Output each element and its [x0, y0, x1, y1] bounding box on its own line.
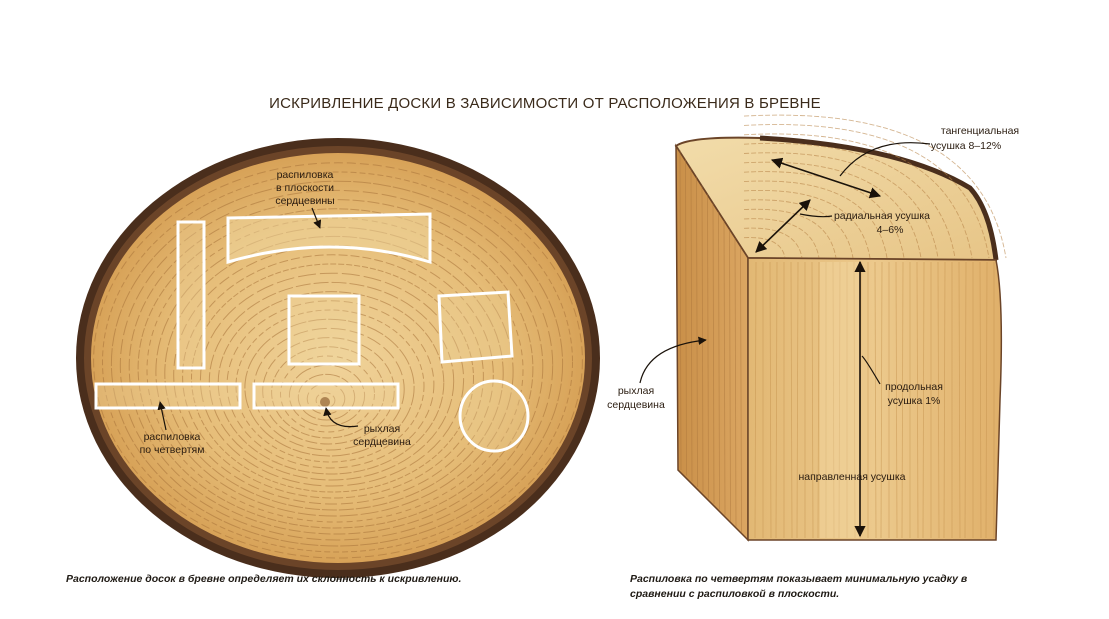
pith-board	[252, 382, 400, 410]
square-cutout-center	[287, 294, 361, 366]
svg-text:сердцевина: сердцевина	[607, 399, 665, 411]
diagram-title: ИСКРИВЛЕНИЕ ДОСКИ В ЗАВИСИМОСТИ ОТ РАСПО…	[269, 95, 821, 112]
board-cutouts	[94, 212, 530, 453]
quarter-sawn-board-horizontal	[94, 382, 242, 410]
label-longitudinal: продольная усушка 1%	[861, 355, 943, 407]
pith-center	[320, 397, 330, 407]
label-plain-sawn: распиловка в плоскости сердцевины	[275, 169, 335, 229]
block-front-face	[747, 257, 1003, 541]
svg-text:сердцевины: сердцевины	[275, 195, 334, 207]
wood-block	[674, 114, 1007, 542]
annual-rings	[93, 162, 583, 559]
svg-text:рыхлая: рыхлая	[618, 385, 654, 397]
tangential-arrow	[770, 157, 882, 199]
svg-text:рыхлая: рыхлая	[364, 423, 400, 435]
plain-sawn-board-top	[226, 212, 432, 265]
log-cross-section	[76, 138, 600, 578]
svg-text:по четвертям: по четвертям	[140, 444, 205, 456]
label-pith-right: рыхлая сердцевина	[607, 336, 707, 411]
radial-arrow	[755, 199, 811, 253]
round-cutout	[458, 379, 530, 453]
caption-right-line1: Распиловка по четвертям показывает миним…	[630, 573, 968, 585]
svg-text:распиловка: распиловка	[144, 431, 201, 443]
caption-right-line2: сравнении с распиловкой в плоскости.	[630, 588, 839, 600]
svg-text:усушка 1%: усушка 1%	[888, 395, 941, 407]
svg-text:тангенциальная: тангенциальная	[941, 125, 1019, 137]
svg-text:распиловка: распиловка	[277, 169, 334, 181]
label-quarter-sawn: распиловка по четвертям	[140, 401, 205, 456]
svg-text:радиальная усушка: радиальная усушка	[834, 210, 930, 222]
caption-left: Расположение досок в бревне определяет и…	[66, 573, 461, 585]
label-tangential: тангенциальная усушка 8–12%	[839, 125, 1019, 177]
quarter-sawn-board-vertical	[176, 220, 206, 370]
svg-text:усушка 8–12%: усушка 8–12%	[931, 140, 1001, 152]
svg-text:4–6%: 4–6%	[877, 224, 904, 236]
svg-text:в плоскости: в плоскости	[276, 182, 334, 194]
highlight-strip	[820, 262, 860, 538]
label-pith-left: рыхлая сердцевина	[323, 407, 411, 448]
arrows-right	[755, 157, 882, 538]
block-grain	[754, 261, 995, 539]
block-side-grain	[679, 149, 742, 533]
svg-text:сердцевина: сердцевина	[353, 436, 411, 448]
diamond-cutout-right	[437, 290, 514, 364]
label-directed: направленная усушка	[798, 471, 905, 483]
svg-text:направленная усушка: направленная усушка	[798, 471, 905, 483]
label-radial: радиальная усушка 4–6%	[799, 210, 930, 236]
svg-text:продольная: продольная	[885, 381, 943, 393]
